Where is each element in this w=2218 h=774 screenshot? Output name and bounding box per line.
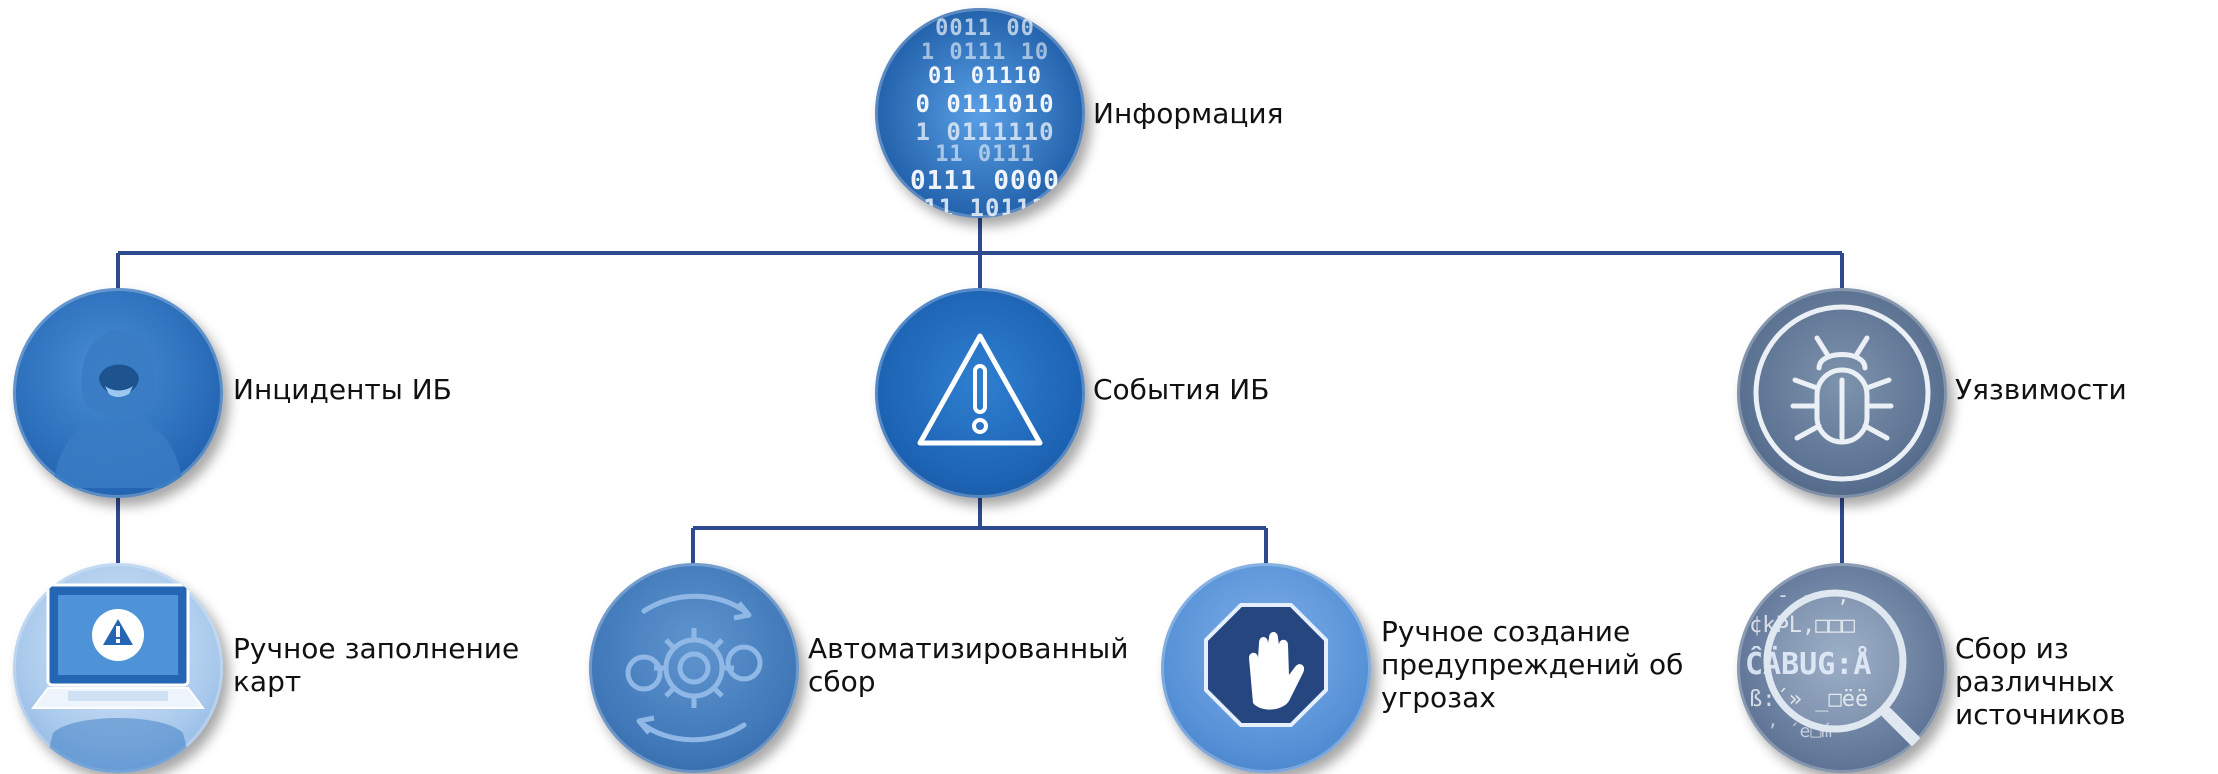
gears-cycle-icon	[625, 593, 763, 743]
hooded-hacker-icon	[53, 329, 183, 488]
binary-data-icon: 0011 00 1 0111 10 01 01110 0 0111010 1 0…	[910, 16, 1060, 218]
manual-cards-label: Ручное заполнение карт	[233, 632, 520, 698]
bug-icon	[1753, 304, 1931, 482]
information-node: 0011 00 1 0111 10 01 01110 0 0111010 1 0…	[875, 8, 1085, 218]
warning-triangle-icon	[917, 333, 1043, 446]
events-node	[875, 288, 1085, 498]
stop-hand-icon	[1204, 603, 1328, 727]
various-sources-node: - -- , ¢kÞL,□□□ ĈÄBUG:Å ß:´» _□ëë ʼ ´e□ḿ	[1737, 563, 1947, 773]
incidents-node	[13, 288, 223, 498]
events-label: События ИБ	[1093, 373, 1270, 406]
manual-cards-node	[13, 563, 223, 773]
auto-collection-node	[589, 563, 799, 773]
various-sources-label: Сбор из различных источников	[1955, 632, 2126, 731]
manual-alerts-label: Ручное создание предупреждений об угроза…	[1381, 615, 1684, 714]
magnifier-bug-icon: - -- , ¢kÞL,□□□ ĈÄBUG:Å ß:´» _□ëë ʼ ´e□ḿ	[1737, 563, 1947, 773]
incidents-label: Инциденты ИБ	[233, 373, 452, 406]
manual-alerts-node	[1161, 563, 1371, 773]
auto-collection-label: Автоматизированный сбор	[808, 632, 1129, 698]
information-label: Информация	[1093, 97, 1284, 130]
vulnerabilities-node	[1737, 288, 1947, 498]
vulnerabilities-label: Уязвимости	[1955, 373, 2127, 406]
laptop-warning-icon	[31, 583, 205, 773]
